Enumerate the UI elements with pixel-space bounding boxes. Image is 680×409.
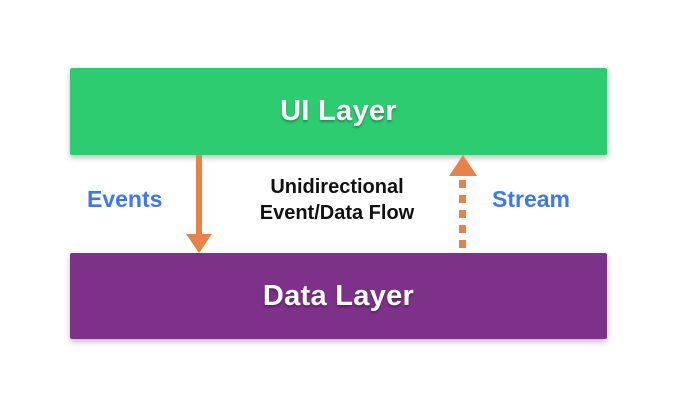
flow-caption-line1: Unidirectional [270, 176, 404, 198]
ui-layer-label: UI Layer [280, 95, 397, 127]
ui-layer-box: UI Layer [70, 68, 607, 155]
stream-arrow-up-head-icon [449, 155, 477, 176]
events-label: Events [87, 186, 163, 212]
stream-arrow-dashed-shaft [459, 180, 466, 253]
flow-caption-line2: Event/Data Flow [259, 202, 415, 224]
events-arrow-down-shaft [196, 155, 202, 235]
stream-label: Stream [492, 186, 570, 212]
data-layer-label: Data Layer [262, 279, 415, 312]
data-layer-box: Data Layer [70, 253, 607, 339]
events-arrow-down-head-icon [186, 234, 212, 253]
flow-caption: Unidirectional Event/Data Flow [227, 174, 447, 226]
